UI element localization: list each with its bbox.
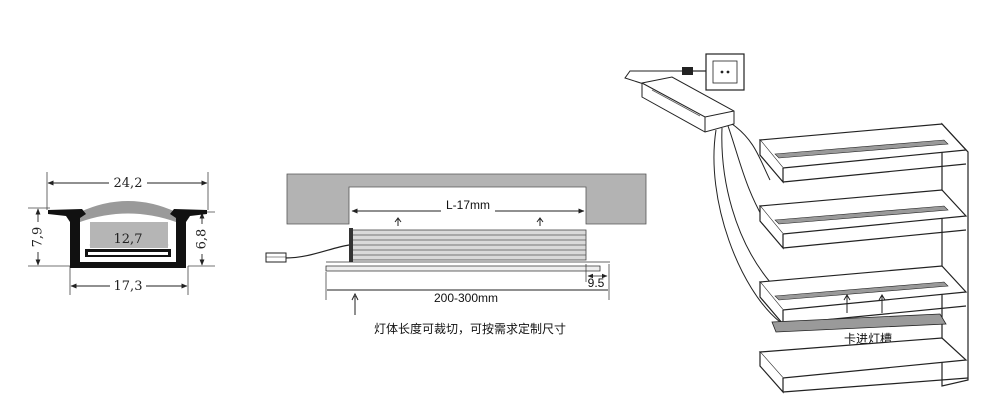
- cabinet-illustration: 卡进灯槽: [624, 53, 969, 394]
- wire-connector: [284, 244, 350, 259]
- dim-right-height: 6,8: [195, 229, 210, 250]
- dim-bottom-width: 17,3: [114, 279, 143, 294]
- panel-section: [286, 173, 647, 225]
- light-fixture-body: [325, 228, 610, 272]
- shelf-1: [758, 123, 968, 184]
- dim-inner-width: 12,7: [114, 232, 143, 247]
- installation-diagram: L-17mm 200-300mm 9.5 灯体长度可裁切，可按需求: [265, 173, 647, 336]
- loose-light-bar: [771, 313, 947, 333]
- shelf-2: [758, 189, 968, 250]
- shelf-4: [758, 337, 969, 394]
- cut-length-label: L-17mm: [446, 198, 490, 212]
- dim-left-height: 7,9: [31, 227, 46, 248]
- dim-top-width: 24,2: [114, 176, 143, 191]
- wire-length-label: 200-300mm: [434, 291, 498, 305]
- power-driver: [641, 76, 735, 133]
- offset-label: 9.5: [588, 276, 605, 290]
- diffuser-cover: [80, 201, 176, 222]
- shelf-3: [758, 265, 968, 326]
- cut-note: 灯体长度可裁切，可按需求定制尺寸: [374, 321, 566, 336]
- wall-socket-icon: [705, 53, 745, 91]
- profile-cross-section: 24,2 12,7 17,3 7,9 6,8: [28, 172, 215, 295]
